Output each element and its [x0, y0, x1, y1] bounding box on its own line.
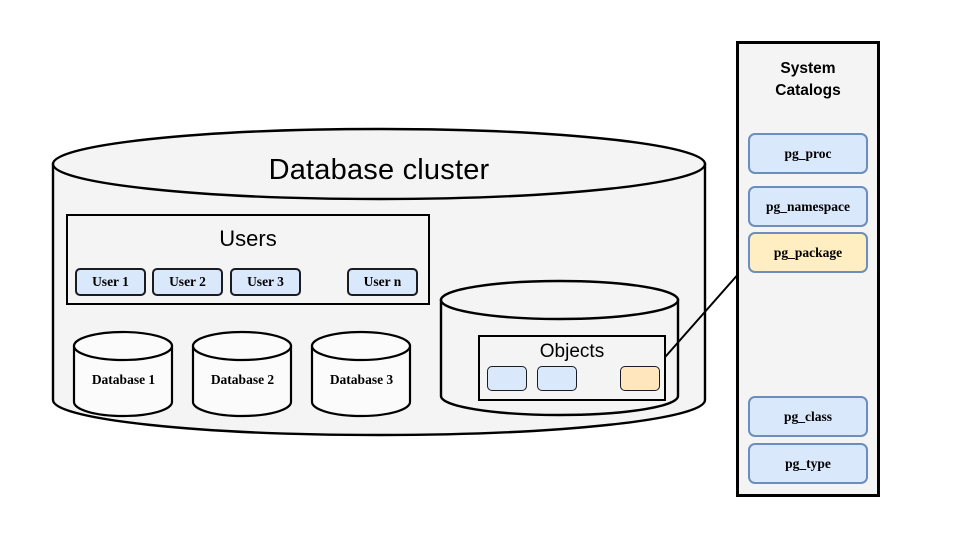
catalog-item-pg-class[interactable]: pg_class — [748, 396, 868, 437]
system-catalogs-title-line1: System — [780, 60, 836, 77]
object-chip-1[interactable] — [487, 366, 527, 391]
user-chip-1[interactable]: User 1 — [75, 268, 146, 296]
catalog-item-pg-type[interactable]: pg_type — [748, 443, 868, 484]
user-chip-2[interactable]: User 2 — [152, 268, 223, 296]
database-label-2: Database 2 — [210, 372, 275, 387]
user-chip-n[interactable]: User n — [347, 268, 418, 296]
user-chip-3[interactable]: User 3 — [230, 268, 301, 296]
objects-group-label: Objects — [539, 341, 605, 362]
catalog-item-pg-namespace[interactable]: pg_namespace — [748, 186, 868, 227]
object-chip-2[interactable] — [537, 366, 577, 391]
system-catalogs-title-line2: Catalogs — [775, 82, 841, 99]
users-group-label: Users — [219, 226, 277, 251]
object-chip-3-package[interactable] — [620, 366, 660, 391]
database-label-1: Database 1 — [91, 372, 156, 387]
catalog-item-pg-proc[interactable]: pg_proc — [748, 133, 868, 174]
catalog-item-pg-package[interactable]: pg_package — [748, 232, 868, 273]
cluster-title: Database cluster — [268, 153, 490, 186]
database-label-3: Database 3 — [329, 372, 394, 387]
system-catalogs-title: System Catalogs — [736, 58, 880, 102]
